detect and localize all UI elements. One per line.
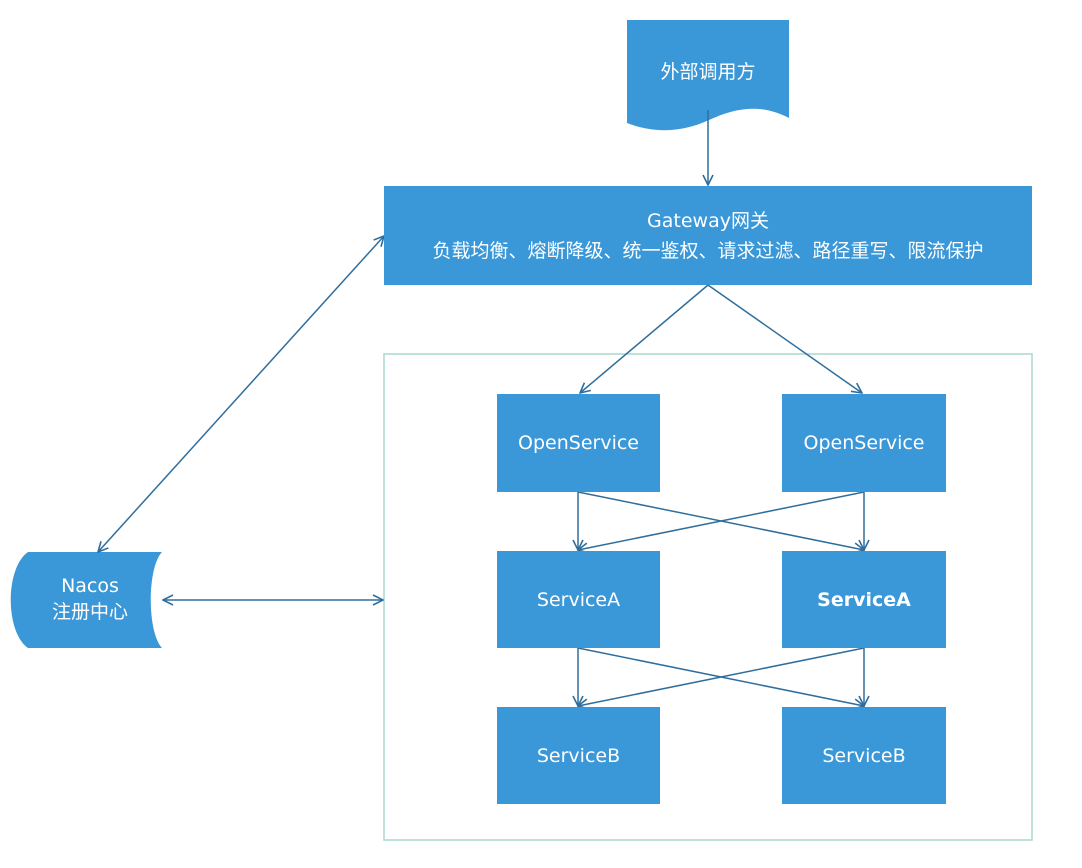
open-service-right: OpenService bbox=[782, 394, 946, 492]
service-b-right-label: ServiceB bbox=[822, 744, 906, 767]
edge-open-right-a-left bbox=[578, 491, 865, 550]
service-b-left-label: ServiceB bbox=[536, 744, 621, 767]
service-b-right: ServiceB bbox=[782, 707, 946, 804]
services-container bbox=[383, 353, 1033, 841]
service-a-left: ServiceA bbox=[497, 551, 660, 648]
registry-shape bbox=[10, 552, 162, 648]
service-a-right-label: ServiceA bbox=[817, 588, 911, 611]
edge-gateway-open-left bbox=[580, 284, 709, 393]
edge-a-right-b-left bbox=[578, 647, 865, 706]
registry-line1: Nacos bbox=[61, 575, 119, 597]
gateway-box: Gateway网关 负载均衡、熔断降级、统一鉴权、请求过滤、路径重写、限流保护 bbox=[384, 186, 1032, 285]
open-service-left-label: OpenService bbox=[518, 432, 639, 454]
service-b-left: ServiceB bbox=[497, 707, 660, 804]
open-service-left: OpenService bbox=[497, 394, 660, 492]
service-a-left-label: ServiceA bbox=[536, 588, 621, 611]
service-a-right: ServiceA bbox=[782, 551, 946, 648]
edge-gateway-open-right bbox=[707, 284, 862, 393]
external-caller-shape bbox=[627, 20, 789, 131]
gateway-features: 负载均衡、熔断降级、统一鉴权、请求过滤、路径重写、限流保护 bbox=[432, 239, 984, 262]
edge-registry-gateway bbox=[98, 236, 384, 552]
registry-line2: 注册中心 bbox=[52, 601, 128, 623]
open-service-right-label: OpenService bbox=[803, 432, 925, 454]
gateway-title: Gateway网关 bbox=[647, 209, 769, 232]
external-caller-label: 外部调用方 bbox=[660, 61, 755, 83]
